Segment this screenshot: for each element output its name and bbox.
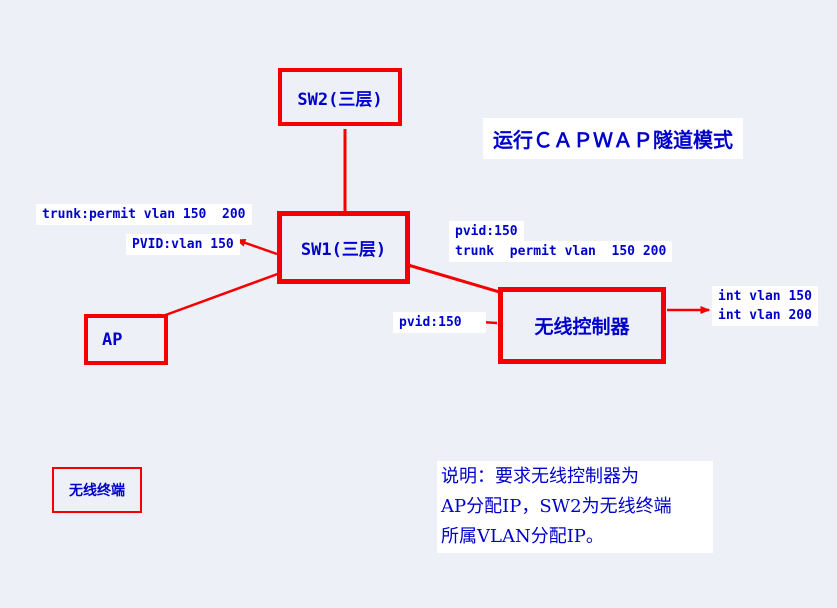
capwap-mode-title: 运行ＣＡＰＷＡＰ隧道模式 bbox=[483, 118, 743, 159]
sw1-node: SW1(三层) bbox=[277, 211, 410, 284]
wireless-controller-node: 无线控制器 bbox=[498, 287, 666, 364]
int-vlan-150-label: int vlan 150 bbox=[712, 286, 818, 307]
note-line-1: 说明：要求无线控制器为 bbox=[441, 466, 639, 487]
note-line-2: AP分配IP，SW2为无线终端 bbox=[441, 496, 672, 517]
pvid-label-right: pvid:150 bbox=[449, 221, 524, 242]
wireless-controller-node-label: 无线控制器 bbox=[534, 316, 630, 338]
wireless-terminal-node: 无线终端 bbox=[52, 467, 142, 513]
trunk-permit-label-right: trunk permit vlan 150 200 bbox=[449, 241, 673, 262]
sw2-node: SW2(三层) bbox=[278, 68, 402, 126]
sw1-node-label: SW1(三层) bbox=[300, 240, 387, 260]
arrow-sw1-pvid-left bbox=[235, 238, 278, 256]
trunk-permit-label-left: trunk:permit vlan 150 200 bbox=[36, 204, 252, 225]
int-vlan-200-label: int vlan 200 bbox=[712, 305, 818, 326]
sw2-node-label: SW2(三层) bbox=[297, 89, 383, 110]
ap-node: AP bbox=[84, 314, 168, 365]
pvid-vlan-label-left: PVID:vlan 150 bbox=[126, 234, 240, 255]
arrow-sw1-ap bbox=[150, 270, 284, 322]
pvid-label-wlc: pvid:150 bbox=[393, 312, 486, 333]
note-line-3: 所属VLAN分配IP。 bbox=[441, 526, 604, 547]
ap-node-label: AP bbox=[102, 329, 123, 350]
note-text: 说明：要求无线控制器为 AP分配IP，SW2为无线终端 所属VLAN分配IP。 bbox=[437, 461, 713, 553]
wireless-terminal-node-label: 无线终端 bbox=[69, 483, 125, 499]
